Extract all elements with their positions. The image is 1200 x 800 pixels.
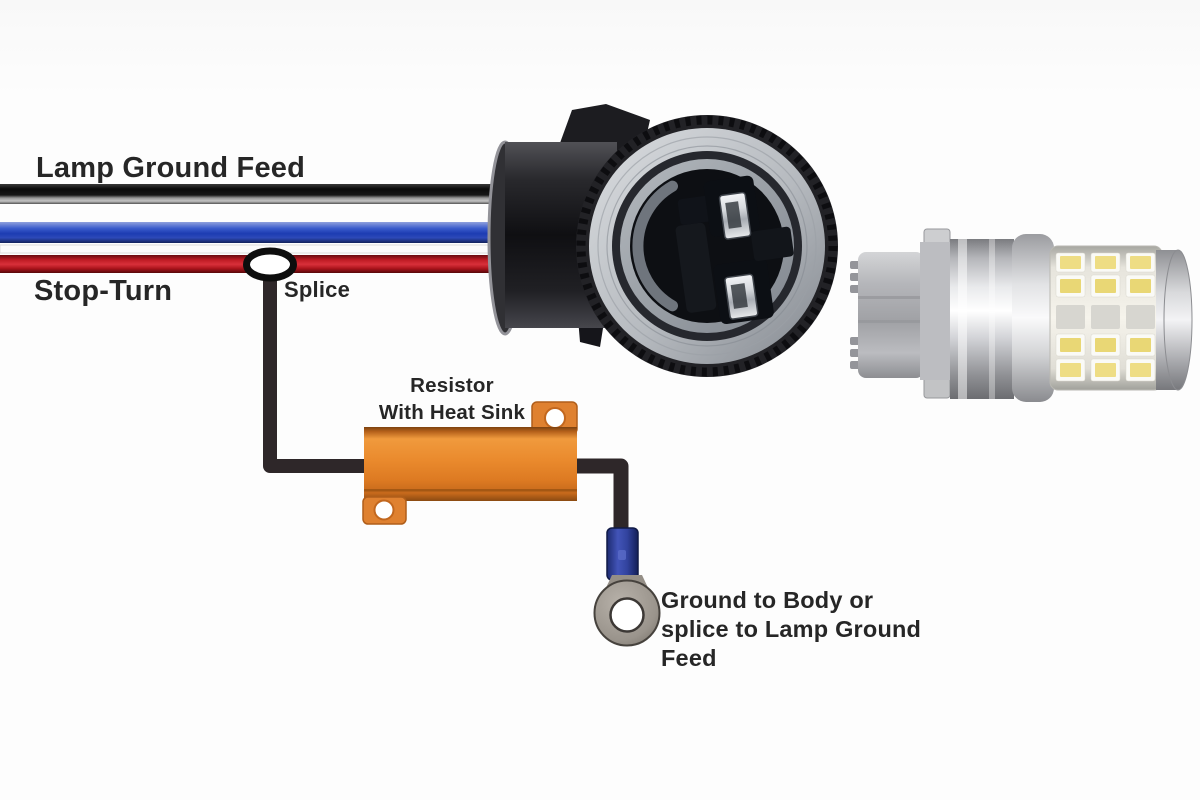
socket-contact-bottom-shadow [730, 283, 748, 309]
led-die [1130, 338, 1151, 352]
ground-note-line1: Ground to Body or [661, 587, 874, 613]
socket-cavity-crescent [632, 180, 678, 312]
bulb-wedge-base [850, 252, 924, 378]
bulb-body-highlight [958, 239, 967, 399]
resistor-circuit [263, 268, 629, 532]
resistor-label-line1: Resistor [410, 374, 494, 397]
blue-signal-wire [0, 222, 502, 243]
socket-ring-line-2 [606, 145, 808, 347]
ring-terminal-hole [609, 597, 645, 633]
splice-connector [243, 247, 297, 282]
harness-wires [0, 184, 502, 273]
stop-turn-label: Stop-Turn [34, 275, 173, 307]
led-die [1130, 279, 1151, 293]
crimp-highlight [618, 550, 626, 560]
led-die [1060, 256, 1081, 269]
resistor-fin-seam [364, 489, 577, 492]
resistor-bottom-mount-hole [373, 499, 395, 521]
led-blank-cell [1091, 305, 1120, 329]
terminal-block-right [750, 226, 794, 262]
led-die [1060, 338, 1081, 352]
base-groove [858, 320, 924, 323]
white-wire [0, 244, 495, 254]
led-die [1095, 338, 1116, 352]
socket-terminals [675, 175, 794, 325]
ground-note-label: Ground to Body or splice to Lamp Ground … [661, 586, 921, 673]
load-resistor [362, 401, 578, 525]
led-die [1060, 363, 1081, 377]
socket-ring-line-1 [597, 136, 817, 356]
ring-terminal [593, 527, 661, 647]
led-blank-cell [1126, 305, 1155, 329]
led-bulb [850, 228, 1193, 402]
led-die [1095, 256, 1116, 269]
resistor-to-ground-wire [572, 458, 629, 532]
bulb-end-cap-dome [1163, 249, 1193, 391]
socket-face [576, 115, 838, 377]
lamp-ground-feed-wire [0, 184, 500, 204]
resistor-body [364, 427, 577, 501]
bulb-collar-band [920, 242, 952, 380]
resistor-label: Resistor With Heat Sink [368, 372, 536, 426]
splice-label: Splice [284, 277, 351, 302]
led-die [1130, 256, 1151, 269]
led-die [1095, 279, 1116, 293]
bulb-body-highlight [989, 239, 995, 399]
ground-note-line3: Feed [661, 645, 717, 671]
bulb-bright-collar [1012, 234, 1054, 402]
led-chip-array [1055, 252, 1156, 382]
socket-knurl-texture [576, 115, 838, 377]
bulb-socket [487, 104, 838, 377]
terminal-block-top [677, 195, 715, 225]
led-die [1130, 363, 1151, 377]
lamp-ground-feed-label: Lamp Ground Feed [36, 152, 306, 184]
socket-contact-top-shadow [725, 201, 742, 229]
ground-note-line2: splice to Lamp Ground [661, 616, 922, 642]
splice-to-resistor-wire [263, 268, 368, 473]
terminal-block-left [675, 222, 717, 313]
led-die [1060, 279, 1081, 293]
base-groove [858, 296, 924, 299]
resistor-top-mount-hole [544, 407, 566, 429]
led-die [1095, 363, 1116, 377]
resistor-label-line2: With Heat Sink [378, 401, 526, 424]
led-blank-cell [1056, 305, 1085, 329]
base-body [858, 252, 924, 378]
